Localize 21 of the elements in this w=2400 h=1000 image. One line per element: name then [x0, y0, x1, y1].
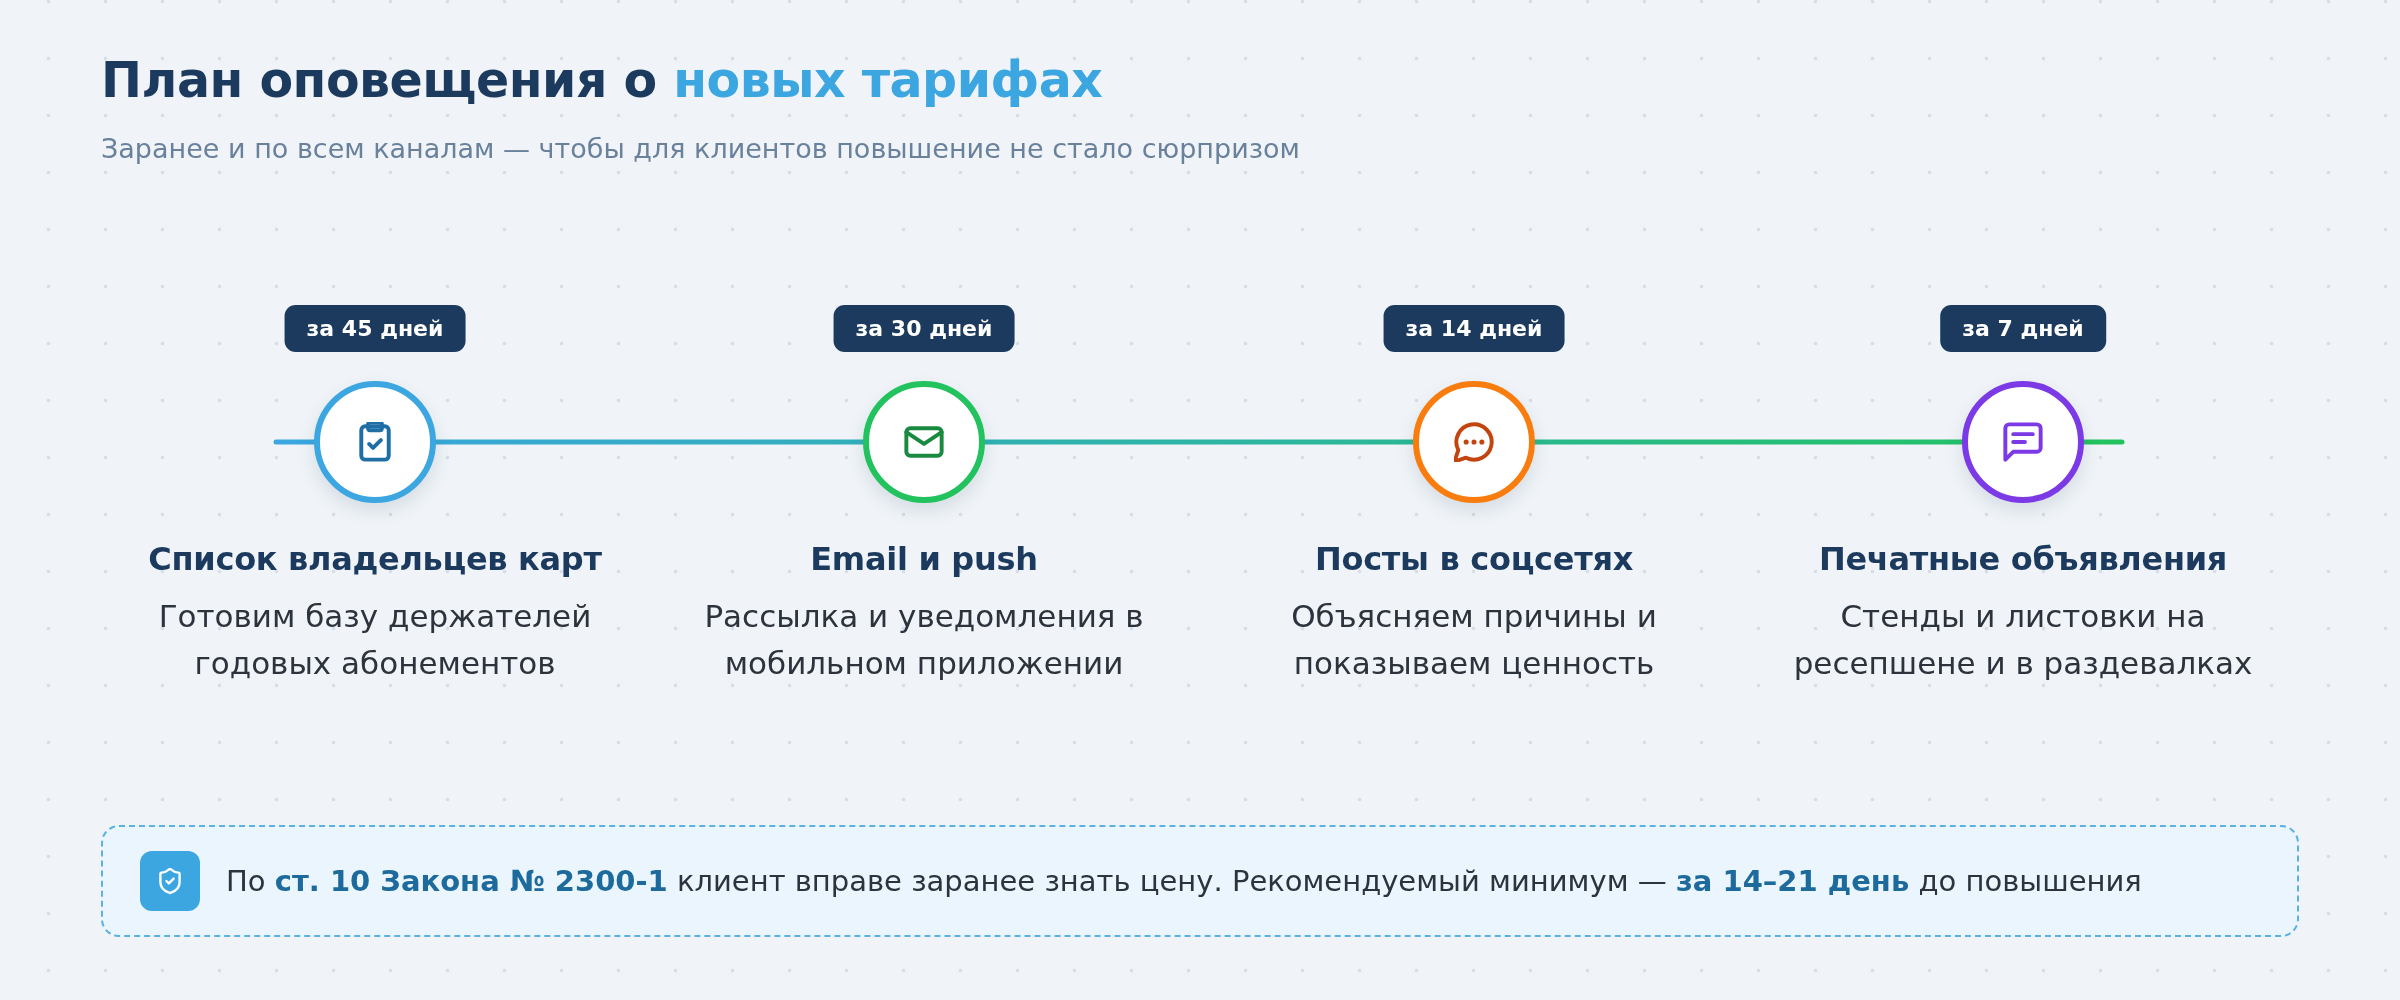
step-title: Печатные объявления	[1818, 539, 2228, 580]
title: План оповещения о новых тарифах	[101, 52, 1103, 109]
day-badge: за 14 дней	[1383, 305, 1565, 352]
timeline-line	[433, 439, 866, 445]
step-title: Email и push	[810, 539, 1038, 580]
timeline-line	[1532, 439, 1965, 445]
day-badge: за 45 дней	[284, 305, 466, 352]
step-title: Посты в соцсетях	[1315, 539, 1633, 580]
timeline-line	[2081, 439, 2125, 445]
subtitle: Заранее и по всем каналам — чтобы для клиентов повышение не стало сюрпризом	[101, 133, 1300, 164]
note-box	[101, 825, 2299, 937]
note-text: По ст. 10 Закона № 2300-1 клиент вправе заранее знать цену. Рекомендуемый минимум — за 14–21 день до повышения	[226, 864, 2142, 898]
step-description: Готовим базу держателей годовых абонементов	[157, 597, 593, 683]
step-description: Стенды и листовки на ресепшене и в раздевалках	[1792, 597, 2254, 683]
day-badge: за 30 дней	[833, 305, 1015, 352]
step-description: Объясняем причины и показываем ценность	[1290, 597, 1658, 683]
day-badge: за 7 дней	[1940, 305, 2106, 352]
step-title: Список владельцев карт	[148, 539, 602, 580]
step-description: Рассылка и уведомления в мобильном приложении	[703, 597, 1145, 683]
timeline-line	[273, 439, 317, 445]
timeline-line	[982, 439, 1416, 445]
